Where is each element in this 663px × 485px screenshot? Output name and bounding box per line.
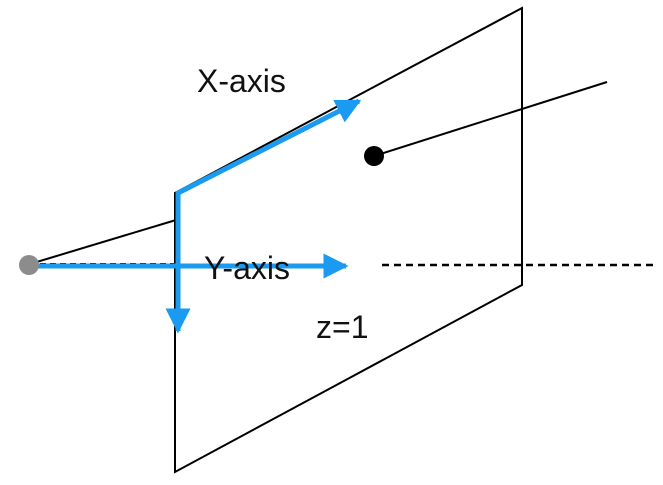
plane-label: z=1 xyxy=(316,309,368,345)
y-axis-label: Y-axis xyxy=(204,250,290,286)
image-plane xyxy=(174,6,523,474)
x-axis-label: X-axis xyxy=(197,63,286,99)
scene-point-ray xyxy=(373,81,608,157)
camera-center-point xyxy=(19,255,39,275)
scene-point xyxy=(364,146,384,166)
camera-ray-to-plane-corner xyxy=(29,219,177,265)
x-axis-arrow xyxy=(175,98,362,199)
